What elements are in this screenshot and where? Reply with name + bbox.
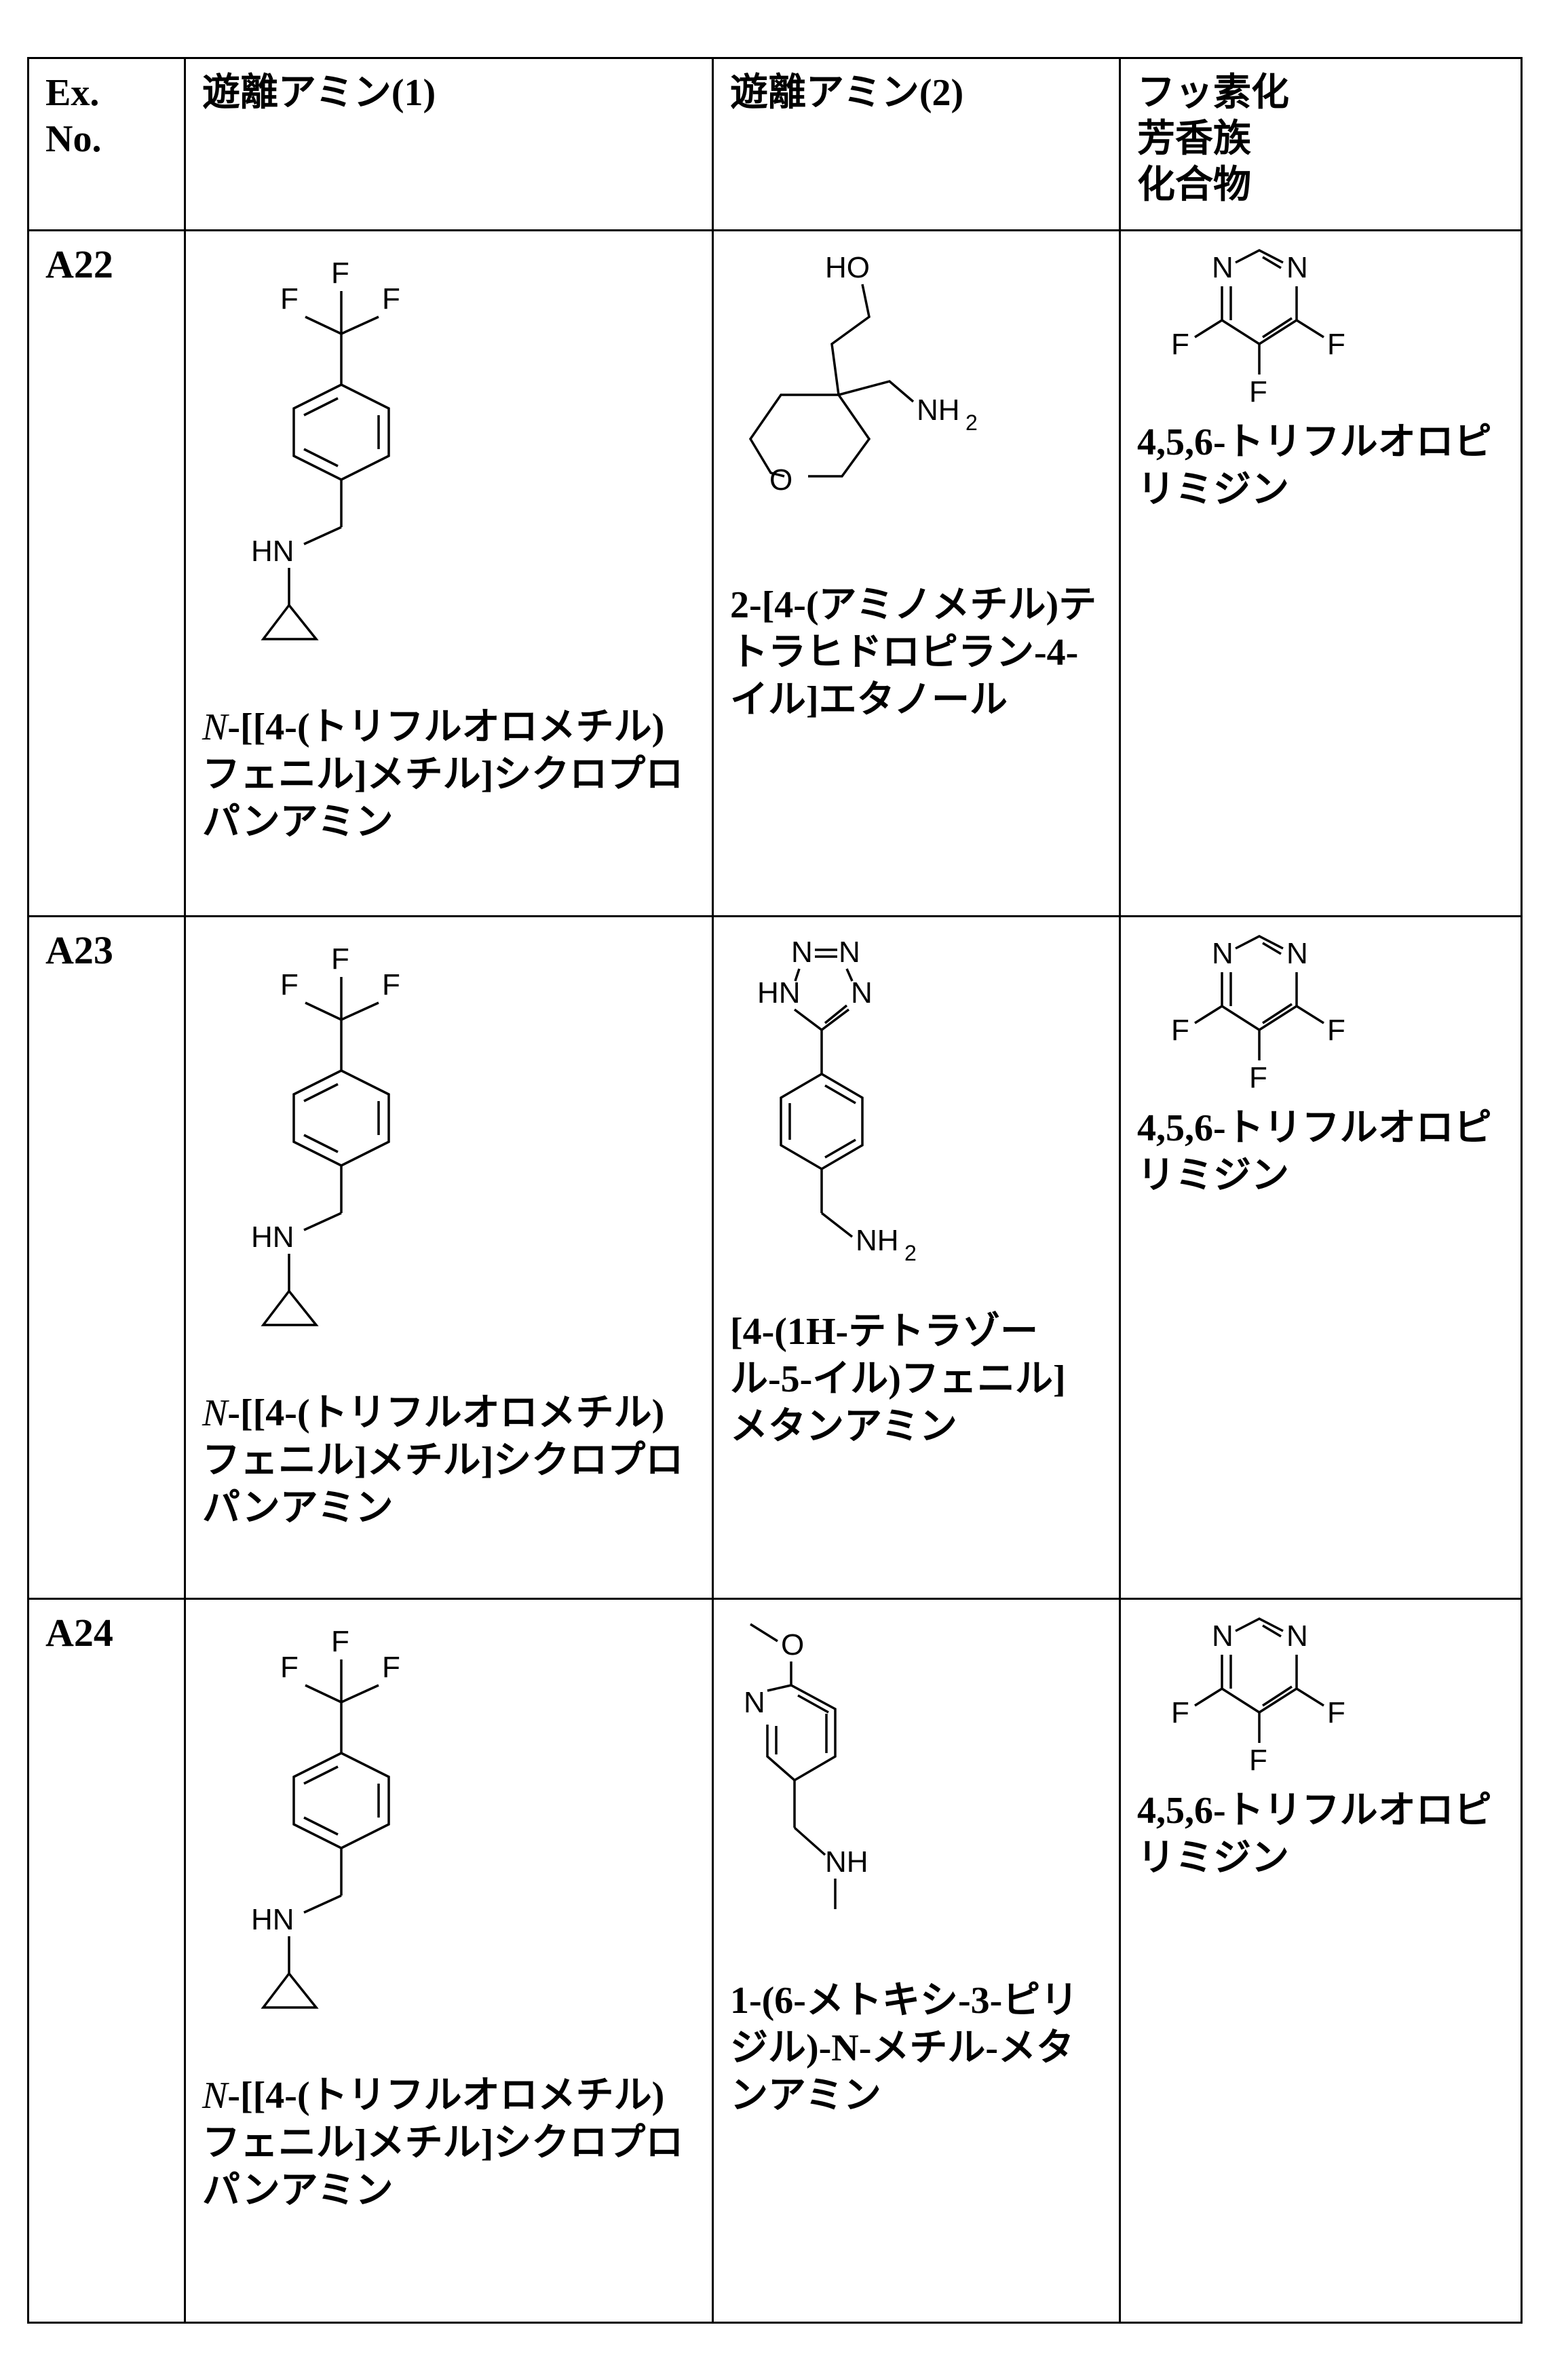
svg-text:F: F [331,1625,349,1658]
amine2-name: 1-(6-メトキシ-3-ピリジル)-N-メチル-メタンアミン [730,1980,1079,2117]
fluoro-aromatic-structure-icon: N N F F F [1171,249,1345,408]
svg-text:N: N [851,976,873,1010]
svg-text:N: N [1212,937,1234,970]
svg-text:F: F [382,282,400,315]
table-row: A23 F F F HN N-[[4-(トリフルオロメチル)フェニル] [29,917,1521,1600]
svg-text:HN: HN [251,1221,294,1254]
svg-text:N: N [744,1686,765,1719]
svg-text:O: O [781,1628,804,1661]
table-row: A24 F F F HN N-[[4-(トリフルオロメチル)フェニル] [29,1600,1521,2322]
amine1-name: N-[[4-(トリフルオロメチル)フェニル]メチル]シクロプロパンアミン [202,1392,684,1529]
svg-text:F: F [331,256,349,290]
header-free-amine-2: 遊離アミン(2) [714,59,1121,229]
svg-text:F: F [382,1651,400,1684]
amine1-structure-icon: F F F HN [251,942,400,1326]
amine2-structure-icon: HO NH 2 O [748,251,978,497]
amine1-structure-icon: F F F HN [251,256,400,640]
svg-text:NH: NH [856,1224,899,1257]
svg-text:HN: HN [757,976,801,1010]
svg-text:2: 2 [904,1241,917,1265]
svg-text:N: N [1286,1619,1308,1653]
svg-text:F: F [1249,1744,1267,1777]
svg-text:F: F [1327,328,1345,361]
header-ex-no: Ex. No. [29,59,186,229]
amine2-structure-icon: O N NH [744,1623,868,1909]
example-number: A22 [45,242,113,286]
svg-text:F: F [280,282,299,315]
amine2-name: [4-(1H-テトラゾール-5-イル)フェニル]メタンアミン [730,1311,1066,1448]
svg-text:F: F [331,942,349,976]
svg-text:N: N [791,936,813,969]
fluoro-aromatic-name: 4,5,6-トリフルオロピリミジン [1137,1107,1492,1197]
svg-text:N: N [1286,937,1308,970]
svg-text:F: F [1171,1014,1189,1047]
svg-text:F: F [382,968,400,1001]
fluoro-aromatic-name: 4,5,6-トリフルオロピリミジン [1137,421,1492,511]
fluoro-aromatic-structure-icon: N N F F F [1171,1617,1345,1777]
svg-text:F: F [1327,1014,1345,1047]
table-row: A22 F F F HN N-[[4-(トリフルオロメチル)フェニル] [29,231,1521,917]
svg-text:NH: NH [825,1845,868,1879]
svg-text:F: F [1171,328,1189,361]
svg-text:HN: HN [251,535,294,568]
svg-text:N: N [1212,1619,1234,1653]
svg-text:HN: HN [251,1903,294,1936]
svg-text:N: N [1212,251,1234,284]
amine1-name: N-[[4-(トリフルオロメチル)フェニル]メチル]シクロプロパンアミン [202,2075,684,2212]
svg-text:F: F [1171,1696,1189,1729]
amine2-name: 2-[4-(アミノメチル)テトラヒドロピラン-4-イル]エタノール [730,584,1097,721]
svg-text:N: N [839,936,860,969]
amine1-structure-icon: F F F HN [251,1625,400,2009]
fluoro-aromatic-structure-icon: N N F F F [1171,935,1345,1094]
table-header-row: Ex. No. 遊離アミン(1) 遊離アミン(2) フッ素化 芳香族 化合物 [29,59,1521,231]
svg-text:O: O [769,463,792,497]
svg-text:F: F [1249,1061,1267,1094]
svg-text:NH: NH [917,393,960,427]
svg-text:F: F [1327,1696,1345,1729]
example-number: A24 [45,1611,113,1655]
fluoro-aromatic-name: 4,5,6-トリフルオロピリミジン [1137,1790,1492,1879]
svg-text:N: N [1286,251,1308,284]
example-number: A23 [45,928,113,972]
amine1-name: N-[[4-(トリフルオロメチル)フェニル]メチル]シクロプロパンアミン [202,706,684,843]
svg-text:2: 2 [965,410,978,435]
amine2-structure-icon: N N HN N NH 2 [757,936,917,1265]
svg-text:HO: HO [825,251,870,284]
reaction-table: Ex. No. 遊離アミン(1) 遊離アミン(2) フッ素化 芳香族 化合物 A… [27,57,1523,2324]
svg-text:F: F [1249,375,1267,408]
svg-text:F: F [280,968,299,1001]
svg-text:F: F [280,1651,299,1684]
header-fluorinated-aromatic: フッ素化 芳香族 化合物 [1137,72,1289,206]
header-free-amine-1: 遊離アミン(1) [186,59,714,229]
